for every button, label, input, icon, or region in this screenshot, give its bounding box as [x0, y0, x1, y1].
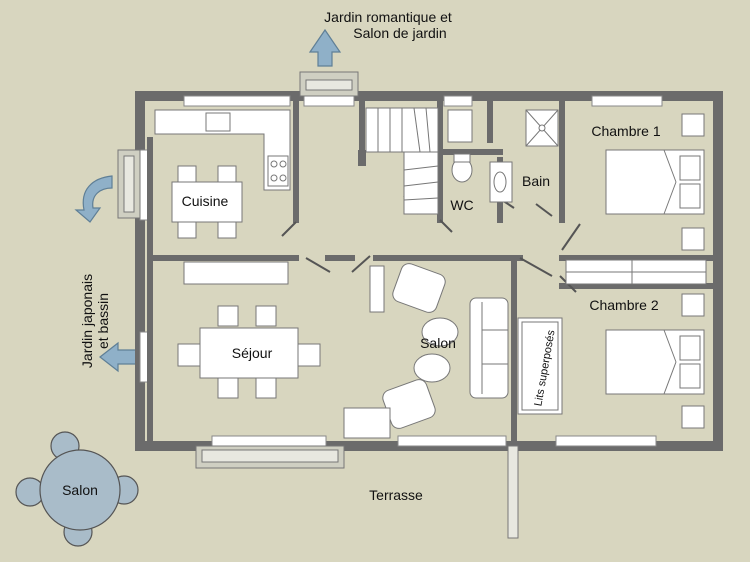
windows [139, 95, 663, 447]
sofa [469, 297, 509, 399]
room-label-wc: WC [450, 197, 473, 213]
garden-left-label: et bassin [95, 293, 111, 349]
coffee-table [413, 317, 459, 383]
terrace-post [507, 445, 519, 539]
outdoor-lounge-label: Salon [62, 482, 98, 498]
room-label-bedroom1: Chambre 1 [591, 123, 660, 139]
tv-unit [343, 407, 391, 439]
shower [525, 109, 559, 147]
room-label-bath: Bain [522, 173, 550, 189]
kitchen-counter [154, 109, 291, 191]
curved-arrow-icon [74, 175, 113, 223]
nightstand [681, 227, 705, 251]
toilet [447, 109, 473, 183]
bed-double [605, 329, 705, 395]
sideboard [183, 261, 289, 285]
room-label-bedroom2: Chambre 2 [589, 297, 658, 313]
nightstand [681, 113, 705, 137]
room-label-living-room: Salon [420, 335, 456, 351]
terrace-label: Terrasse [369, 487, 423, 503]
bunk-beds [517, 317, 563, 415]
dining-table [177, 305, 321, 399]
wardrobe [565, 259, 707, 285]
bed-double [605, 149, 705, 215]
garden-top-label: Salon de jardin [353, 25, 446, 41]
room-label-kitchen: Cuisine [182, 193, 229, 209]
nightstand [681, 293, 705, 317]
nightstand [681, 405, 705, 429]
cabinet [369, 265, 385, 313]
armchair [382, 263, 446, 429]
stairs [365, 107, 439, 215]
outdoor-lounge [15, 431, 139, 547]
half-wall [358, 150, 366, 166]
room-label-living-dining: Séjour [232, 345, 273, 361]
kitchen-table [171, 165, 243, 239]
washbasin [489, 161, 513, 203]
garden-left-label: Jardin japonais [79, 274, 95, 368]
door-steps [117, 71, 359, 469]
arrow-up-icon [308, 28, 342, 67]
garden-top-label: Jardin romantique et [324, 9, 452, 25]
